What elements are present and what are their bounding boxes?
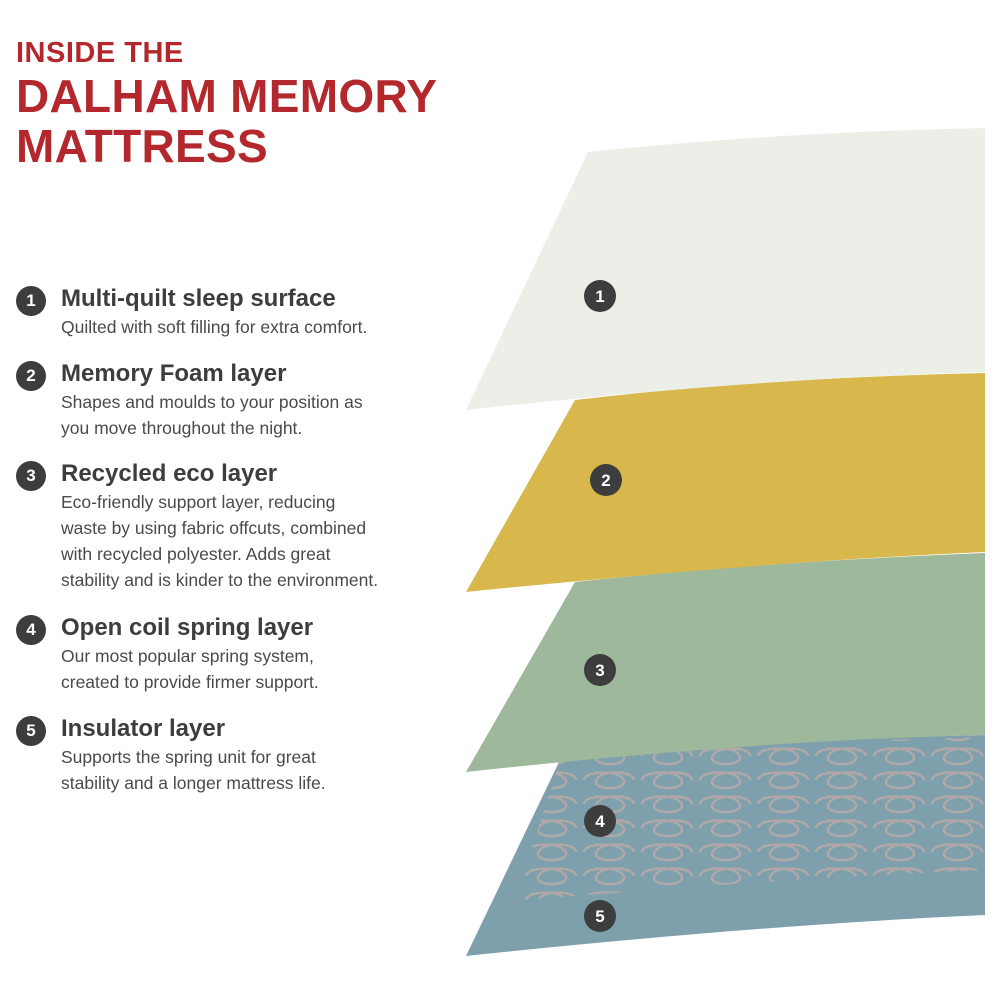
legend-description-3: Eco-friendly support layer, reducing was… xyxy=(61,489,501,593)
description-line: Shapes and moulds to your position as xyxy=(61,392,363,412)
description-line: waste by using fabric offcuts, combined xyxy=(61,518,367,538)
legend-item-1: 1 Multi-quilt sleep surface Quilted with… xyxy=(16,284,501,340)
legend-item-2: 2 Memory Foam layer Shapes and moulds to… xyxy=(16,359,501,441)
legend-title-5: Insulator layer xyxy=(61,715,226,742)
eco-layer xyxy=(466,553,985,772)
description-line: Our most popular spring system, xyxy=(61,646,314,666)
layer-badge-3: 3 xyxy=(584,654,616,686)
legend-title-3: Recycled eco layer xyxy=(61,460,278,487)
legend-title-2: Memory Foam layer xyxy=(61,360,287,387)
page-title: INSIDE THE DALHAM MEMORY MATTRESS xyxy=(16,36,437,170)
legend-description-2: Shapes and moulds to your position as yo… xyxy=(61,389,501,441)
badge-label-2: 2 xyxy=(601,471,610,490)
badge-label-4: 4 xyxy=(595,812,605,831)
legend-item-4: 4 Open coil spring layer Our most popula… xyxy=(16,613,501,695)
number-badge-2: 2 xyxy=(16,361,46,391)
badge-label-3: 3 xyxy=(595,661,604,680)
title-line-mattress: MATTRESS xyxy=(16,120,268,172)
description-line: stability and a longer mattress life. xyxy=(61,773,326,793)
description-line: Quilted with soft filling for extra comf… xyxy=(61,317,368,337)
legend-item-3: 3 Recycled eco layer Eco-friendly suppor… xyxy=(16,459,501,593)
description-line: stability and is kinder to the environme… xyxy=(61,570,379,590)
legend-description-1: Quilted with soft filling for extra comf… xyxy=(61,314,501,340)
description-line: you move throughout the night. xyxy=(61,418,303,438)
layer-badge-4: 4 xyxy=(584,805,616,837)
description-line: Supports the spring unit for great xyxy=(61,747,316,767)
legend-description-4: Our most popular spring system, created … xyxy=(61,643,501,695)
legend-description-5: Supports the spring unit for great stabi… xyxy=(61,744,501,796)
legend-title-4: Open coil spring layer xyxy=(61,614,314,641)
legend-item-5: 5 Insulator layer Supports the spring un… xyxy=(16,714,501,796)
memory-foam-layer xyxy=(466,373,985,592)
layer-badge-1: 1 xyxy=(584,280,616,312)
description-line: with recycled polyester. Adds great xyxy=(61,544,331,564)
title-line-product-name: DALHAM MEMORY xyxy=(16,70,438,122)
number-badge-4: 4 xyxy=(16,615,46,645)
number-badge-3: 3 xyxy=(16,461,46,491)
description-line: Eco-friendly support layer, reducing xyxy=(61,492,336,512)
badge-label-5: 5 xyxy=(595,907,604,926)
layer-badge-5: 5 xyxy=(584,900,616,932)
number-badge-1: 1 xyxy=(16,286,46,316)
badge-label-1: 1 xyxy=(595,287,604,306)
number-badge-5: 5 xyxy=(16,716,46,746)
quilt-layer xyxy=(466,128,985,410)
legend-title-1: Multi-quilt sleep surface xyxy=(61,285,336,312)
description-line: created to provide firmer support. xyxy=(61,672,319,692)
title-line-inside-the: INSIDE THE xyxy=(16,37,184,69)
spring-layer xyxy=(525,737,985,900)
layer-badge-2: 2 xyxy=(590,464,622,496)
